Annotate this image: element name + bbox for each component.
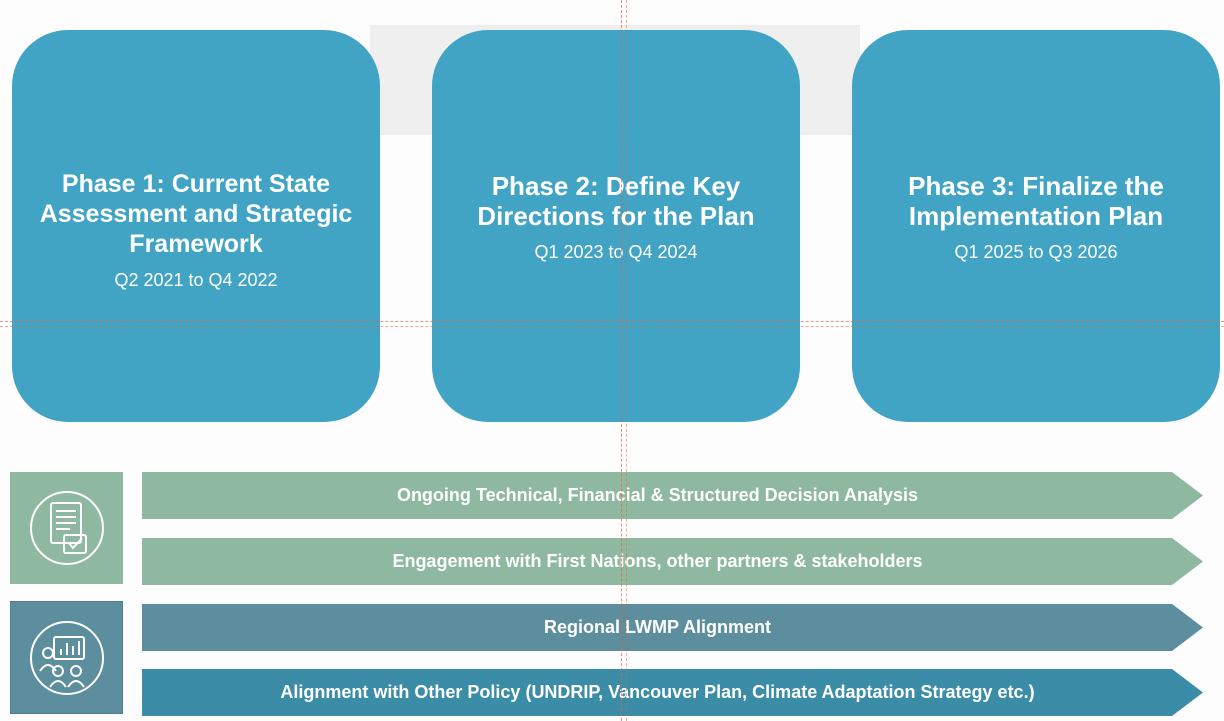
document-checklist-icon: [29, 491, 104, 565]
phase-1-title: Phase 1: Current State Assessment and St…: [39, 170, 353, 258]
horizontal-guide-line: [0, 321, 1224, 322]
phase-2-dates: Q1 2023 to Q4 2024: [534, 242, 698, 262]
track-engagement-label: Engagement with First Nations, other par…: [392, 551, 923, 571]
track-lwmp-arrow: Regional LWMP Alignment: [142, 604, 1203, 651]
phase-3-title: Phase 3: Finalize the Implementation Pla…: [908, 171, 1164, 231]
people-chart-icon: [29, 620, 104, 695]
phase-1-card: Phase 1: Current State Assessment and St…: [12, 30, 380, 422]
track-policy-arrow: Alignment with Other Policy (UNDRIP, Van…: [142, 669, 1203, 716]
phase-3-card: Phase 3: Finalize the Implementation Pla…: [852, 30, 1220, 422]
horizontal-guide-line: [0, 326, 1224, 327]
vertical-guide-line: [621, 0, 622, 721]
analysis-icon-box: [10, 472, 123, 584]
track-policy-label: Alignment with Other Policy (UNDRIP, Van…: [280, 682, 1035, 702]
track-analysis-arrow: Ongoing Technical, Financial & Structure…: [142, 472, 1203, 519]
phase-1-dates: Q2 2021 to Q4 2022: [114, 270, 278, 290]
phase-2-card: Phase 2: Define Key Directions for the P…: [432, 30, 800, 422]
track-lwmp-label: Regional LWMP Alignment: [543, 617, 771, 637]
alignment-icon-box: [10, 601, 123, 714]
vertical-guide-line: [626, 0, 627, 721]
phase-2-title: Phase 2: Define Key Directions for the P…: [477, 171, 755, 231]
track-engagement-arrow: Engagement with First Nations, other par…: [142, 538, 1203, 585]
track-analysis-label: Ongoing Technical, Financial & Structure…: [396, 485, 919, 505]
phase-3-dates: Q1 2025 to Q3 2026: [954, 242, 1118, 262]
